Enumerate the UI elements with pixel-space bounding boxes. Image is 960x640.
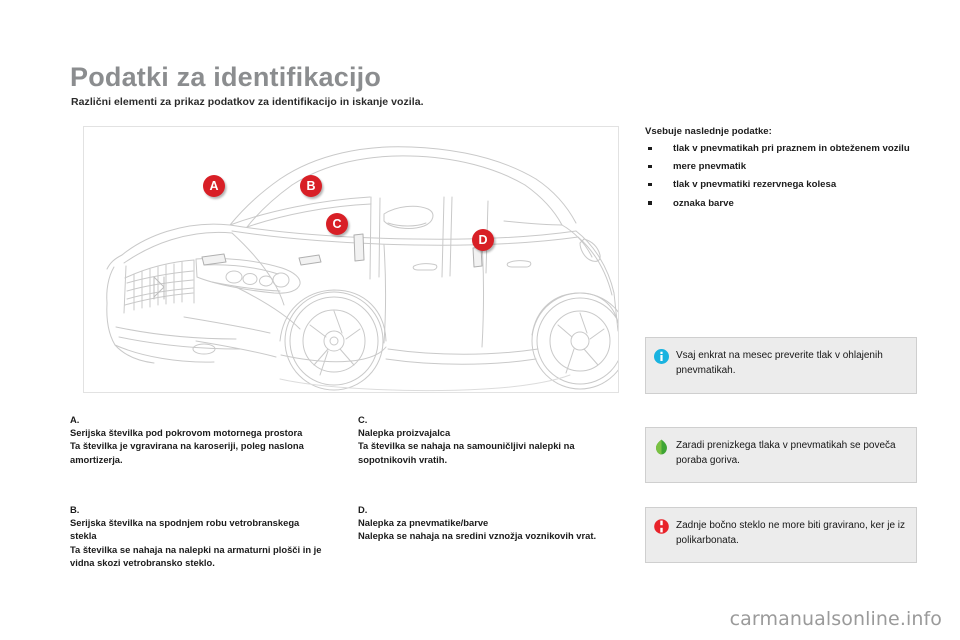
list-item: tlak v pnevmatikah pri praznem in obteže… <box>645 142 920 155</box>
marker-d[interactable]: D <box>472 229 494 251</box>
legend-b-letter: B. <box>70 504 80 515</box>
legend-a-letter: A. <box>70 414 80 425</box>
legend-b-detail: Ta številka se nahaja na nalepki na arma… <box>70 543 322 568</box>
marker-b[interactable]: B <box>300 175 322 197</box>
bullet-square-icon <box>648 201 652 205</box>
legend-d-letter: D. <box>358 504 368 515</box>
legend-a-detail: Ta številka je vgravirana na karoseriji,… <box>70 440 304 465</box>
note-box-warning: Zadnje bočno steklo ne more biti gravira… <box>645 507 917 563</box>
legend-item-a: A. Serijska številka pod pokrovom motorn… <box>70 413 322 466</box>
list-item: tlak v pnevmatiki rezervnega kolesa <box>645 178 920 191</box>
note-box-info: Vsaj enkrat na mesec preverite tlak v oh… <box>645 337 917 394</box>
legend-c-detail: Ta številka se nahaja na samouničljivi n… <box>358 440 575 465</box>
marker-c[interactable]: C <box>326 213 348 235</box>
note-info-text: Vsaj enkrat na mesec preverite tlak v oh… <box>676 350 883 376</box>
list-item: oznaka barve <box>645 197 920 210</box>
warning-icon <box>646 508 676 534</box>
legend-item-b: B. Serijska številka na spodnjem robu ve… <box>70 503 322 569</box>
list-item-label: tlak v pnevmatikah pri praznem in obteže… <box>673 143 910 154</box>
list-item-label: tlak v pnevmatiki rezervnega kolesa <box>673 179 837 191</box>
legend-c-letter: C. <box>358 414 368 425</box>
right-column-title: Vsebuje naslednje podatke: <box>645 126 772 137</box>
marker-a[interactable]: A <box>203 175 225 197</box>
legend-a-heading: Serijska številka pod pokrovom motornega… <box>70 427 303 439</box>
list-item-label: oznaka barve <box>673 197 734 209</box>
right-column-list: tlak v pnevmatikah pri praznem in obteže… <box>645 142 920 210</box>
info-icon <box>646 338 676 364</box>
marker-d-label: D <box>478 233 488 247</box>
legend-b-heading: Serijska številka na spodnjem robu vetro… <box>70 517 300 542</box>
bullet-square-icon <box>648 146 652 150</box>
bullet-square-icon <box>648 164 652 169</box>
legend-item-c: C. Nalepka proizvajalca Ta številka se n… <box>358 413 603 466</box>
marker-b-label: B <box>306 179 316 193</box>
list-item: mere pnevmatik <box>645 160 920 173</box>
legend-d-detail: Nalepka se nahaja na sredini vznožja voz… <box>358 530 597 542</box>
page-title: Podatki za identifikacijo <box>70 62 382 92</box>
note-warning-text: Zadnje bočno steklo ne more biti gravira… <box>676 520 906 546</box>
watermark: carmanualsonline.info <box>729 608 942 630</box>
marker-a-label: A <box>209 179 219 193</box>
list-item-label: mere pnevmatik <box>673 161 747 173</box>
legend-item-d: D. Nalepka za pnevmatike/barve Nalepka s… <box>358 503 603 543</box>
vehicle-illustration-panel: A B C D <box>83 126 619 393</box>
note-eco-text: Zaradi prenizkega tlaka v pnevmatikah se… <box>676 440 896 466</box>
note-box-eco: Zaradi prenizkega tlaka v pnevmatikah se… <box>645 427 917 483</box>
legend-d-heading: Nalepka za pnevmatike/barve <box>358 517 489 529</box>
eco-leaf-icon <box>646 428 676 455</box>
legend-c-heading: Nalepka proizvajalca <box>358 427 451 439</box>
bullet-square-icon <box>648 182 652 187</box>
marker-c-label: C <box>332 217 342 231</box>
car-line-drawing-icon <box>106 146 618 392</box>
page-subtitle: Različni elementi za prikaz podatkov za … <box>71 96 424 108</box>
right-column: Vsebuje naslednje podatke: tlak v pnevma… <box>645 126 920 215</box>
